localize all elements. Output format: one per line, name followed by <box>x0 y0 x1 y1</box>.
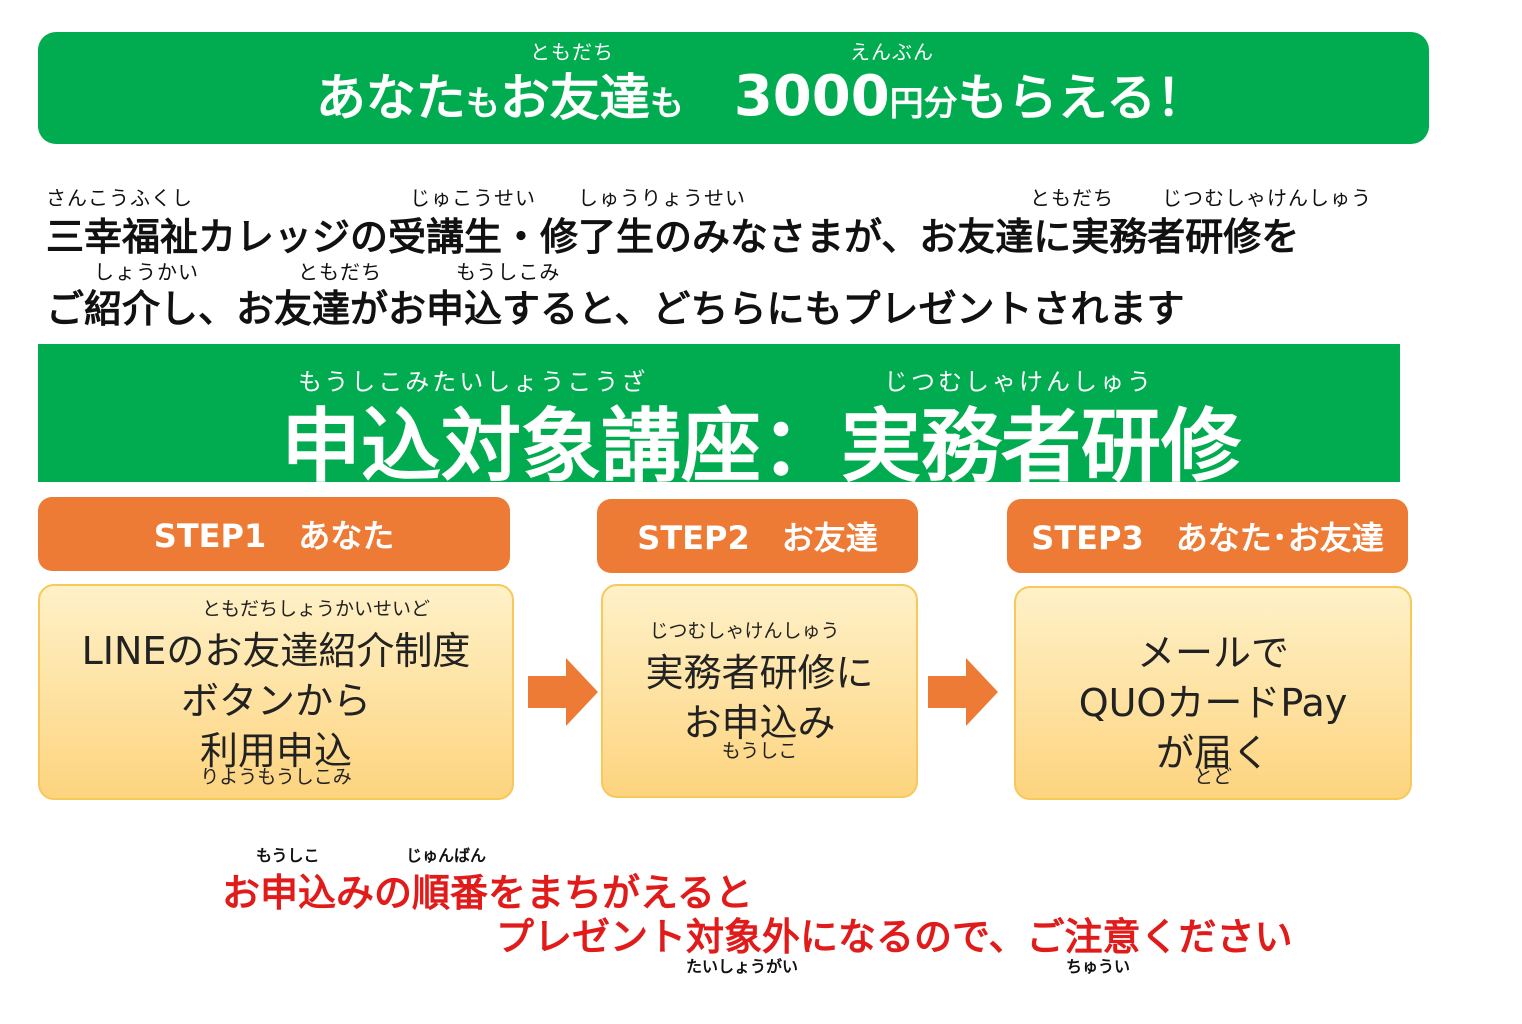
warning-line-1: お申込みの順番をまちがえると <box>222 871 753 915</box>
warning-ruby-chuui: ちゅうい <box>1066 957 1131 976</box>
step3-line-3: が届く <box>1155 731 1270 775</box>
step3-line-1: メールで <box>1136 631 1289 675</box>
ruby-shoukai: しょうかい <box>94 260 199 284</box>
ruby-shuuryousei: しゅうりょうせい <box>578 186 746 210</box>
step1-ruby-bottom: りようもうしこみ <box>200 766 352 788</box>
intro-line-1: 三幸福祉カレッジの受講生・修了生のみなさまが、お友達に実務者研修を <box>46 215 1300 259</box>
banner-yen: 円分 <box>889 84 958 124</box>
step2-line-1: 実務者研修に <box>645 651 874 695</box>
course-title: 申込対象講座：実務者研修 <box>281 400 1241 493</box>
ruby-jukousei: じゅこうせい <box>410 186 536 210</box>
step2-box: じつむしゃけんしゅう 実務者研修に お申込み もうしこ <box>601 584 918 798</box>
course-ruby-right: じつむしゃけんしゅう <box>884 368 1154 396</box>
step1-line-3: 利用申込 <box>199 729 352 773</box>
top-banner <box>38 32 1429 144</box>
step3-ruby-bottom: とど <box>1193 766 1232 788</box>
banner-mo-2: も <box>649 84 684 124</box>
step2-ruby-top: じつむしゃけんしゅう <box>649 620 840 642</box>
step2-line-2: お申込み <box>683 701 836 745</box>
warning-ruby-moushiko: もうしこ <box>256 846 320 865</box>
step3-line-2: QUOカードPay <box>1078 681 1348 725</box>
warning-ruby-taishougai: たいしょうがい <box>686 957 799 976</box>
banner-morae: もらえる！ <box>957 69 1207 127</box>
banner-mo-1: も <box>465 84 500 124</box>
course-ruby-left: もうしこみたいしょうこうざ <box>298 368 649 396</box>
ruby-tomodachi-1: ともだち <box>1030 186 1114 210</box>
banner-amount: 3000 <box>733 64 890 129</box>
step3-header: STEP3 あなた･お友達 <box>1007 499 1408 573</box>
step1-line-1: LINEのお友達紹介制度 <box>81 629 471 673</box>
step1-box: ともだちしょうかいせいど LINEのお友達紹介制度 ボタンから 利用申込 りよう… <box>38 584 514 800</box>
step1-header: STEP1 あなた <box>38 497 510 571</box>
step3-box: メールで QUOカードPay が届く とど <box>1014 586 1412 800</box>
warning-line-2: プレゼント対象外になるので、ご注意ください <box>496 915 1293 959</box>
banner-ruby-tomodachi: ともだち <box>530 40 614 64</box>
banner-friend: お友達 <box>499 69 650 127</box>
arrow-right-icon <box>528 658 598 726</box>
step1-ruby-top: ともだちしょうかいせいど <box>201 598 430 620</box>
step1-line-2: ボタンから <box>180 679 371 723</box>
step2-ruby-bottom: もうしこ <box>721 740 798 762</box>
ruby-tomodachi-2: ともだち <box>298 260 382 284</box>
banner-ruby-enbun: えんぶん <box>850 40 934 64</box>
ruby-jitsumusha: じつむしゃけんしゅう <box>1162 186 1372 210</box>
ruby-sankoufukushi: さんこうふくし <box>46 186 193 210</box>
banner-you: あなた <box>315 69 466 127</box>
ruby-moushikomi: もうしこみ <box>456 260 561 284</box>
warning-ruby-junban: じゅんばん <box>406 846 487 865</box>
intro-line-2: ご紹介し、お友達がお申込すると、どちらにもプレゼントされます <box>46 287 1185 331</box>
arrow-right-icon <box>928 658 998 726</box>
course-banner <box>38 344 1400 482</box>
step2-header: STEP2 お友達 <box>597 499 918 573</box>
